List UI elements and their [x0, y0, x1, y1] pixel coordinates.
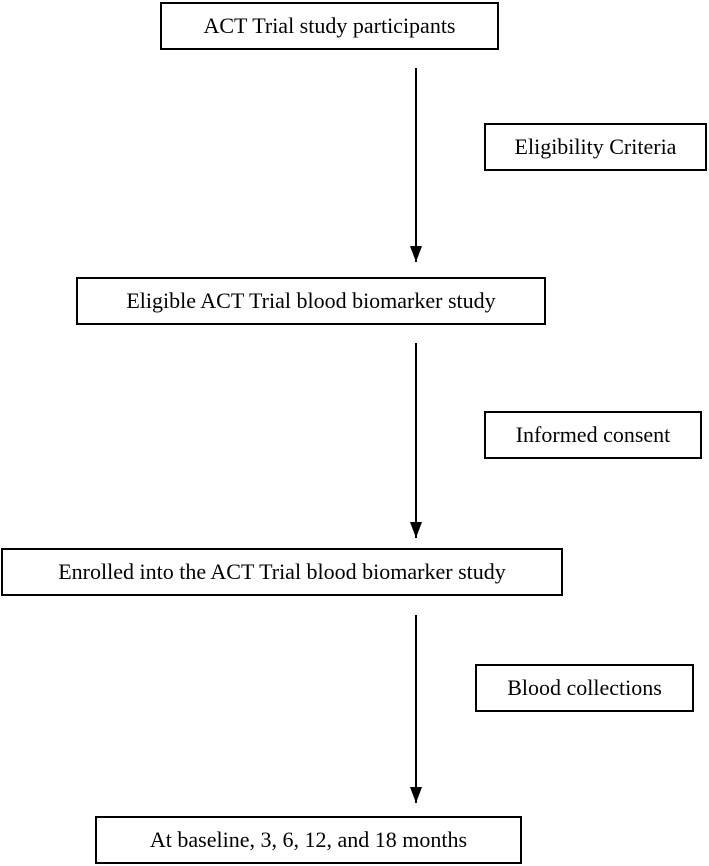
transition-label: Informed consent: [515, 422, 671, 447]
step-box-timepoints: At baseline, 3, 6, 12, and 18 months: [95, 816, 522, 864]
arrowhead-1: [410, 246, 422, 262]
arrowhead-2: [410, 522, 422, 538]
step-box-eligible: Eligible ACT Trial blood biomarker study: [76, 277, 546, 325]
step-label: Enrolled into the ACT Trial blood biomar…: [58, 559, 506, 584]
step-label: ACT Trial study participants: [203, 13, 456, 38]
transition-box-eligibility-criteria: Eligibility Criteria: [484, 123, 707, 171]
step-label: Eligible ACT Trial blood biomarker study: [126, 288, 496, 313]
arrowhead-3: [410, 787, 422, 803]
step-box-study-participants: ACT Trial study participants: [160, 2, 499, 50]
transition-label: Eligibility Criteria: [514, 134, 677, 159]
transition-label: Blood collections: [507, 675, 662, 700]
transition-box-informed-consent: Informed consent: [484, 411, 702, 459]
transition-box-blood-collections: Blood collections: [475, 664, 694, 712]
step-label: At baseline, 3, 6, 12, and 18 months: [149, 827, 468, 852]
step-box-enrolled: Enrolled into the ACT Trial blood biomar…: [1, 548, 563, 596]
